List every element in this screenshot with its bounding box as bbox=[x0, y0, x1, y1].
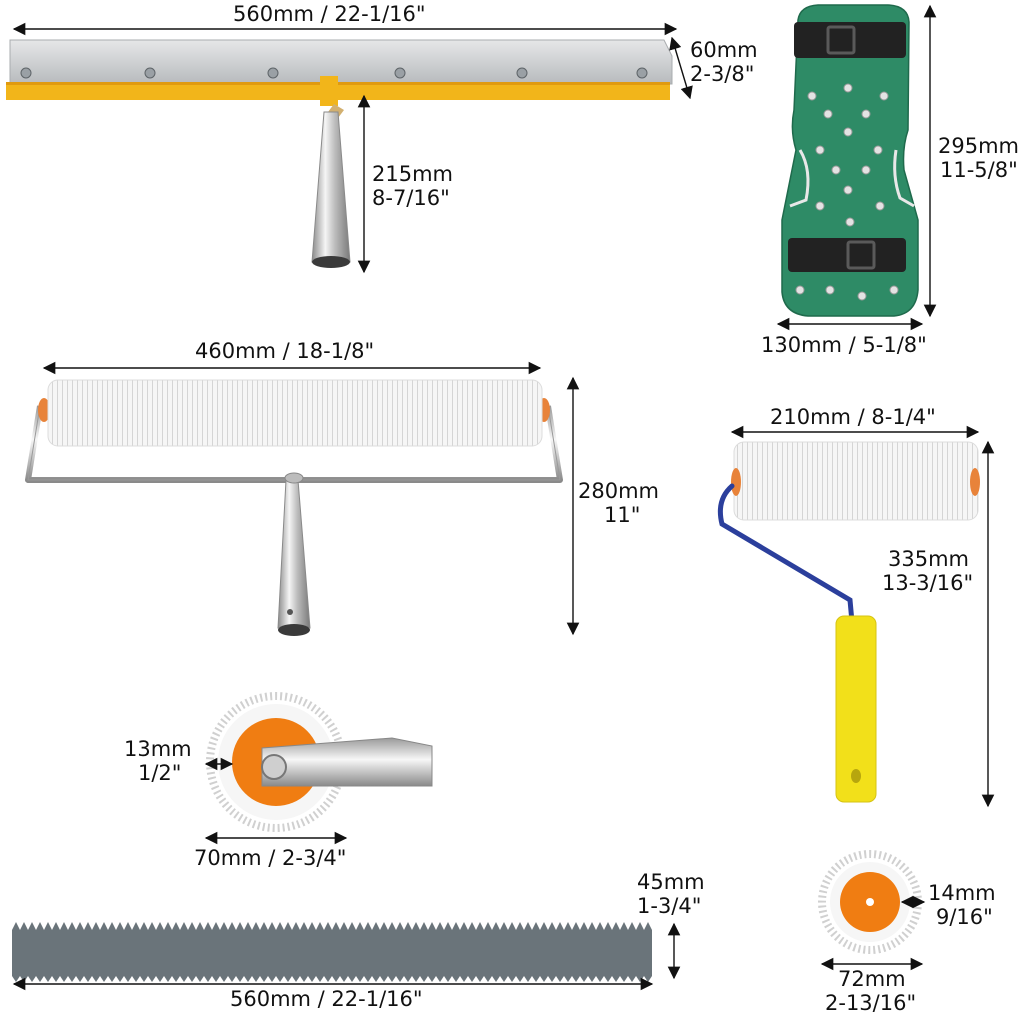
spike-shoe bbox=[776, 4, 937, 331]
squeegee-bolts bbox=[20, 67, 648, 79]
squeegee-height-in-label: 2-3/8" bbox=[690, 62, 755, 86]
big-roller-width-label: 460mm / 18-1/8" bbox=[195, 339, 375, 363]
small-roller-grip bbox=[835, 615, 877, 803]
shoe-length-mm-label: 295mm bbox=[938, 134, 1019, 158]
rake-height-in-label: 1-3/4" bbox=[637, 894, 702, 918]
spare-spike-mm-label: 14mm bbox=[928, 881, 996, 905]
spike-shoe-strap-top bbox=[794, 22, 906, 58]
squeegee-handle bbox=[311, 111, 351, 263]
small-roller-spikes bbox=[733, 441, 979, 521]
squeegee-handle-mm-label: 215mm bbox=[372, 162, 453, 186]
wheel-diameter-label: 70mm / 2-3/4" bbox=[194, 846, 347, 870]
rake-height-mm-label: 45mm bbox=[637, 870, 705, 894]
rake-width-label: 560mm / 22-1/16" bbox=[230, 987, 423, 1011]
big-roller-height-mm-label: 280mm bbox=[578, 479, 659, 503]
small-spiked-roller bbox=[717, 425, 995, 808]
spare-spiked-wheel bbox=[818, 850, 926, 971]
squeegee-handle-in-label: 8-7/16" bbox=[372, 186, 450, 210]
squeegee bbox=[6, 22, 693, 274]
small-roller-handle-wire bbox=[717, 483, 855, 625]
rake-blade bbox=[12, 922, 652, 982]
big-roller-spikes bbox=[47, 379, 543, 447]
spiked-wheel-tool bbox=[204, 692, 433, 845]
big-roller-handle bbox=[277, 479, 311, 629]
wheel-bracket bbox=[261, 737, 433, 787]
small-roller-width-label: 210mm / 8-1/4" bbox=[770, 405, 936, 429]
spare-diameter-mm-label: 72mm bbox=[838, 967, 906, 991]
big-roller-height-in-label: 11" bbox=[604, 503, 641, 527]
spare-diameter-in-label: 2-13/16" bbox=[825, 991, 917, 1015]
wheel-spike-in-label: 1/2" bbox=[138, 761, 182, 785]
squeegee-width-label: 560mm / 22-1/16" bbox=[233, 2, 426, 26]
squeegee-blade bbox=[9, 39, 673, 85]
small-roller-height-in-label: 13-3/16" bbox=[882, 571, 974, 595]
spare-spike-in-label: 9/16" bbox=[936, 905, 993, 929]
big-spiked-roller bbox=[25, 361, 580, 636]
shoe-length-in-label: 11-5/8" bbox=[940, 158, 1018, 182]
wheel-spike-mm-label: 13mm bbox=[124, 737, 192, 761]
serrated-rake-blade bbox=[12, 922, 681, 991]
spike-shoe-spikes bbox=[795, 83, 899, 301]
dim-line-squeegee-height bbox=[669, 36, 693, 100]
small-roller-height-mm-label: 335mm bbox=[888, 547, 969, 571]
shoe-width-label: 130mm / 5-1/8" bbox=[761, 333, 927, 357]
squeegee-height-mm-label: 60mm bbox=[690, 38, 758, 62]
